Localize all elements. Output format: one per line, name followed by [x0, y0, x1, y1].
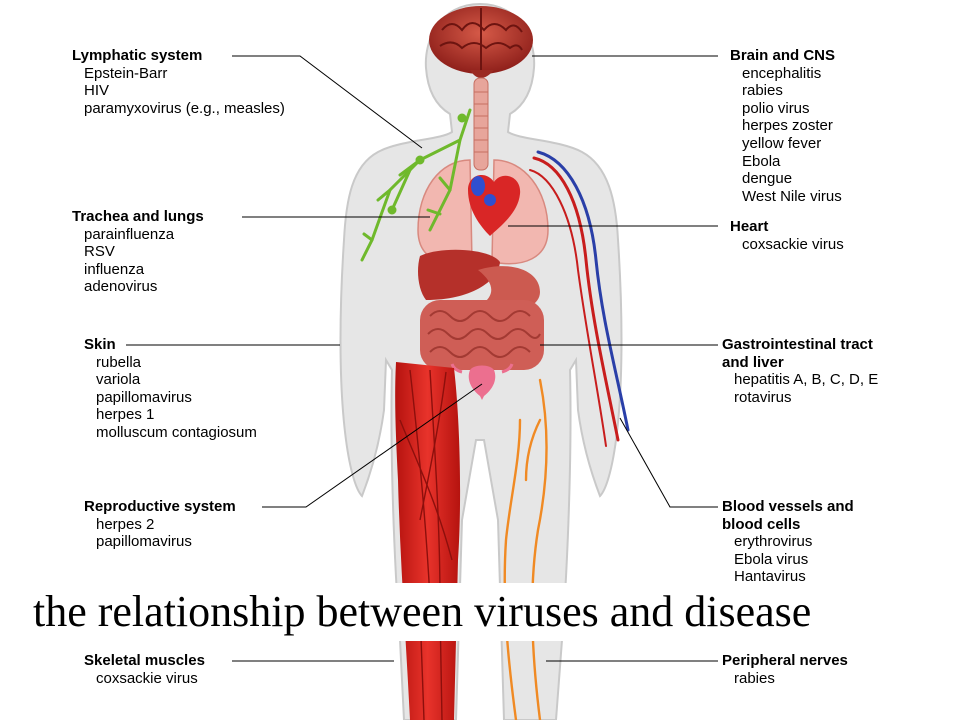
group-title: Peripheral nerves: [722, 652, 848, 669]
group-title: Skeletal muscles: [84, 652, 205, 669]
virus-list: coxsackie virus: [730, 236, 844, 254]
virus-list: rabies: [722, 670, 848, 688]
virus-item: influenza: [84, 260, 145, 278]
virus-list: herpes 2 papillomavirus: [84, 516, 236, 551]
leader-lines: [126, 55, 718, 662]
virus-item: erythrovirus: [734, 533, 813, 551]
group-title-line-2: blood cells: [722, 515, 801, 533]
group-title-line-1: Blood vessels and: [722, 498, 854, 515]
virus-list: erythrovirus Ebola virus Hantavirus: [722, 533, 854, 586]
group-title: Reproductive system: [84, 498, 236, 515]
leader-line-blood: [619, 417, 718, 508]
uterus-illustration: [450, 363, 514, 400]
virus-item: hepatitis A, B, C, D, E: [734, 371, 879, 389]
label-reproductive-system: Reproductive system herpes 2 papillomavi…: [84, 498, 236, 551]
label-skeletal-muscles: Skeletal muscles coxsackie virus: [84, 652, 205, 687]
virus-item: herpes zoster: [742, 117, 833, 135]
brain-illustration: [429, 6, 533, 78]
virus-item: HIV: [84, 82, 110, 100]
virus-item: Ebola: [742, 152, 781, 170]
virus-item: dengue: [742, 170, 793, 188]
label-peripheral-nerves: Peripheral nerves rabies: [722, 652, 848, 687]
blood-vessels-illustration: [529, 150, 630, 447]
virus-item: rabies: [734, 669, 775, 687]
label-lymphatic-system: Lymphatic system Epstein-Barr HIV paramy…: [72, 47, 285, 117]
virus-item: papillomavirus: [96, 533, 192, 551]
group-title-line-1: Gastrointestinal tract: [722, 336, 873, 353]
lymphatic-illustration: [360, 108, 472, 262]
virus-list: encephalitis rabies polio virus herpes z…: [730, 65, 842, 206]
leader-line-lymphatic: [232, 55, 423, 149]
label-heart: Heart coxsackie virus: [730, 218, 844, 253]
trachea-illustration: [473, 77, 489, 171]
virus-item: Epstein-Barr: [84, 64, 168, 82]
virus-item: rubella: [96, 353, 142, 371]
virus-item: coxsackie virus: [96, 669, 198, 687]
virus-item: herpes 2: [96, 515, 155, 533]
virus-item: molluscum contagiosum: [96, 423, 257, 441]
virus-item: West Nile virus: [742, 187, 842, 205]
caption-banner: the relationship between viruses and dis…: [0, 583, 960, 641]
virus-item: Ebola virus: [734, 550, 809, 568]
label-skin: Skin rubella variola papillomavirus herp…: [84, 336, 257, 442]
label-gastrointestinal-tract: Gastrointestinal tract and liver hepatit…: [722, 336, 878, 406]
heart-illustration: [468, 175, 521, 236]
virus-item: polio virus: [742, 99, 810, 117]
virus-list: hepatitis A, B, C, D, E rotavirus: [722, 371, 878, 406]
peripheral-nerves-illustration: [503, 378, 548, 720]
virus-item: papillomavirus: [96, 388, 192, 406]
label-trachea-and-lungs: Trachea and lungs parainfluenza RSV infl…: [72, 208, 204, 296]
virus-item: rotavirus: [734, 388, 792, 406]
group-title-line-2: and liver: [722, 353, 784, 371]
group-title: Trachea and lungs: [72, 208, 204, 225]
virus-item: yellow fever: [742, 134, 822, 152]
virus-item: variola: [96, 371, 141, 389]
virus-item: adenovirus: [84, 278, 158, 296]
leader-line-reproductive: [262, 383, 483, 508]
virus-item: parainfluenza: [84, 225, 175, 243]
virus-item: encephalitis: [742, 64, 822, 82]
label-brain-and-cns: Brain and CNS encephalitis rabies polio …: [730, 47, 842, 205]
virus-item: RSV: [84, 243, 115, 261]
group-title: Lymphatic system: [72, 47, 203, 64]
intestines-illustration: [420, 300, 544, 370]
virus-list: parainfluenza RSV influenza adenovirus: [72, 226, 204, 296]
group-title: Skin: [84, 336, 116, 353]
virus-list: Epstein-Barr HIV paramyxovirus (e.g., me…: [72, 65, 285, 118]
virus-list: coxsackie virus: [84, 670, 205, 688]
virus-list: rubella variola papillomavirus herpes 1 …: [84, 354, 257, 442]
virus-item: rabies: [742, 82, 783, 100]
group-title: Heart: [730, 218, 769, 235]
label-blood-vessels: Blood vessels and blood cells erythrovir…: [722, 498, 854, 586]
group-title: Brain and CNS: [730, 47, 836, 64]
virus-item: Hantavirus: [734, 568, 806, 586]
virus-item: paramyxovirus (e.g., measles): [84, 99, 285, 117]
virus-item: herpes 1: [96, 406, 155, 424]
virus-item: coxsackie virus: [742, 235, 844, 253]
